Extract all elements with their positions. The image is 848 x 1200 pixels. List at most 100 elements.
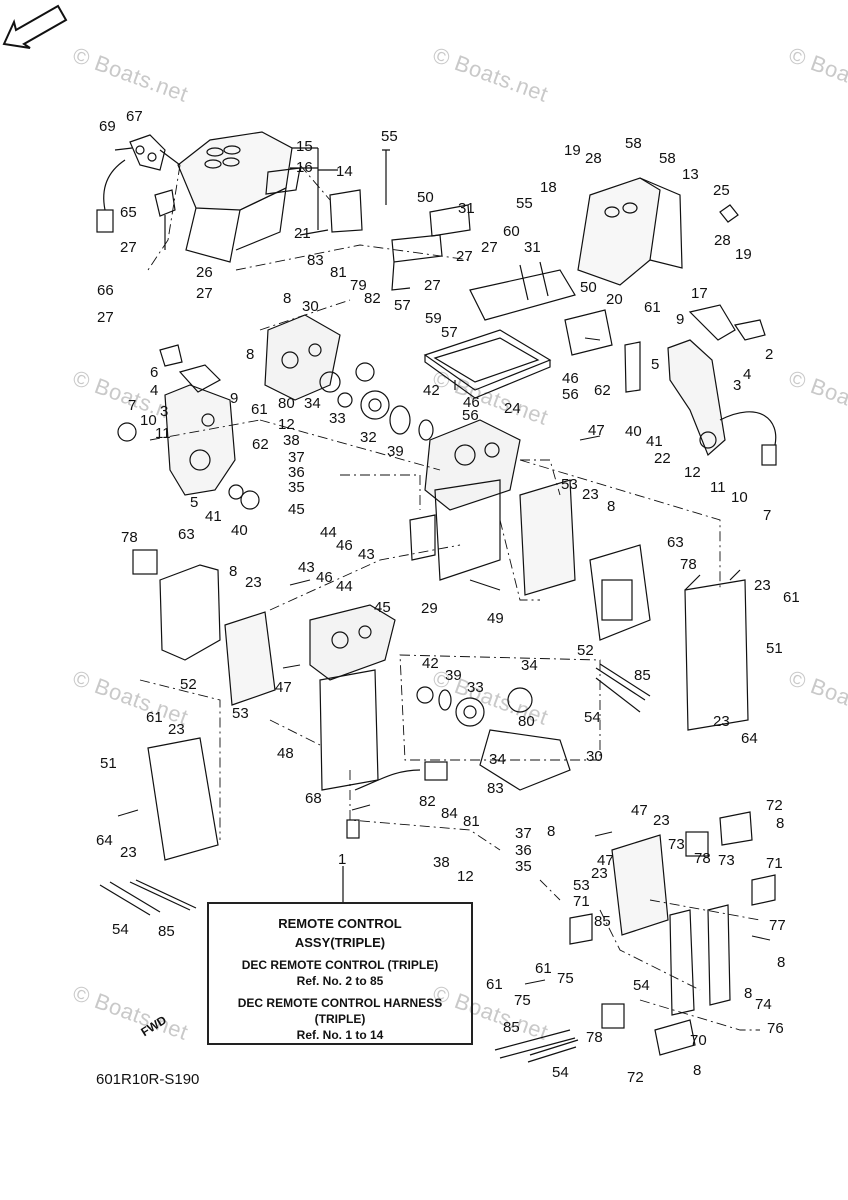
callout-16: 16 (296, 159, 313, 176)
callout-61: 61 (644, 299, 661, 316)
legend-line2: Ref. No. 2 to 85 (296, 974, 384, 988)
callout-64: 64 (741, 730, 758, 747)
callout-12: 12 (684, 464, 701, 481)
callout-75: 75 (514, 992, 531, 1009)
callout-59: 59 (425, 310, 442, 327)
callout-57: 57 (394, 297, 411, 314)
callout-57: 57 (441, 324, 458, 341)
callout-79: 79 (350, 277, 367, 294)
callout-2: 2 (765, 346, 774, 363)
callout-53: 53 (561, 476, 578, 493)
callout-30: 30 (586, 748, 603, 765)
callout-5: 5 (190, 494, 199, 511)
callout-61: 61 (535, 960, 552, 977)
callout-53: 53 (232, 705, 249, 722)
callout-61: 61 (251, 401, 268, 418)
callout-1: 1 (338, 851, 347, 868)
callout-8: 8 (777, 954, 786, 971)
callout-66: 66 (97, 282, 114, 299)
callout-62: 62 (594, 382, 611, 399)
callout-52: 52 (180, 676, 197, 693)
callout-4: 4 (150, 382, 159, 399)
callout-47: 47 (631, 802, 648, 819)
callout-35: 35 (515, 858, 532, 875)
callout-38: 38 (433, 854, 450, 871)
callout-54: 54 (112, 921, 129, 938)
callout-74: 74 (755, 996, 772, 1013)
callout-63: 63 (178, 526, 195, 543)
callout-45: 45 (374, 599, 391, 616)
callout-28: 28 (585, 150, 602, 167)
callout-42: 42 (423, 382, 440, 399)
legend-line1: DEC REMOTE CONTROL (TRIPLE) (241, 958, 439, 972)
callout-8: 8 (607, 498, 616, 515)
callout-27: 27 (120, 239, 137, 256)
callout-78: 78 (680, 556, 697, 573)
callout-55: 55 (381, 128, 398, 145)
callout-43: 43 (298, 559, 315, 576)
callout-8: 8 (246, 346, 255, 363)
callout-60: 60 (503, 223, 520, 240)
callout-27: 27 (196, 285, 213, 302)
callout-40: 40 (625, 423, 642, 440)
callout-9: 9 (230, 390, 239, 407)
callout-27: 27 (424, 277, 441, 294)
callout-21: 21 (294, 225, 311, 242)
callout-27: 27 (456, 248, 473, 265)
callout-46: 46 (316, 569, 333, 586)
callout-4: 4 (743, 366, 752, 383)
callout-3: 3 (160, 403, 169, 420)
callout-72: 72 (766, 797, 783, 814)
callout-85: 85 (503, 1019, 520, 1036)
callout-11: 11 (710, 479, 726, 496)
callout-19: 19 (564, 142, 581, 159)
callout-69: 69 (99, 118, 116, 135)
legend-line4: (TRIPLE) (314, 1012, 366, 1026)
callout-78: 78 (694, 850, 711, 867)
callout-32: 32 (360, 429, 377, 446)
callout-58: 58 (625, 135, 642, 152)
callout-65: 65 (120, 204, 137, 221)
callout-58: 58 (659, 150, 676, 167)
callout-50: 50 (580, 279, 597, 296)
callout-46: 46 (336, 537, 353, 554)
callout-77: 77 (769, 917, 786, 934)
legend-line5: Ref. No. 1 to 14 (296, 1028, 384, 1042)
callout-61: 61 (146, 709, 163, 726)
callout-24: 24 (504, 400, 521, 417)
callout-15: 15 (296, 138, 313, 155)
callout-54: 54 (633, 977, 650, 994)
callout-41: 41 (205, 508, 222, 525)
callout-62: 62 (252, 436, 269, 453)
callout-48: 48 (277, 745, 294, 762)
callout-27: 27 (481, 239, 498, 256)
callout-8: 8 (229, 563, 238, 580)
callout-23: 23 (754, 577, 771, 594)
callout-68: 68 (305, 790, 322, 807)
callout-23: 23 (653, 812, 670, 829)
callout-52: 52 (577, 642, 594, 659)
callout-40: 40 (231, 522, 248, 539)
callout-80: 80 (518, 713, 535, 730)
callout-8: 8 (776, 815, 785, 832)
callout-41: 41 (646, 433, 663, 450)
callout-70: 70 (690, 1032, 707, 1049)
diagram-reference-code: 601R10R-S190 (96, 1071, 200, 1088)
callout-31: 31 (458, 200, 475, 217)
callout-56: 56 (462, 407, 479, 424)
callout-8: 8 (693, 1062, 702, 1079)
callout-9: 9 (676, 311, 685, 328)
callout-23: 23 (713, 713, 730, 730)
callout-85: 85 (158, 923, 175, 940)
callout-80: 80 (278, 395, 295, 412)
callout-23: 23 (245, 574, 262, 591)
callout-37: 37 (288, 449, 305, 466)
callout-73: 73 (718, 852, 735, 869)
callout-43: 43 (358, 546, 375, 563)
callout-31: 31 (524, 239, 541, 256)
callout-34: 34 (304, 395, 321, 412)
callout-20: 20 (606, 291, 623, 308)
callout-23: 23 (120, 844, 137, 861)
callout-56: 56 (562, 386, 579, 403)
